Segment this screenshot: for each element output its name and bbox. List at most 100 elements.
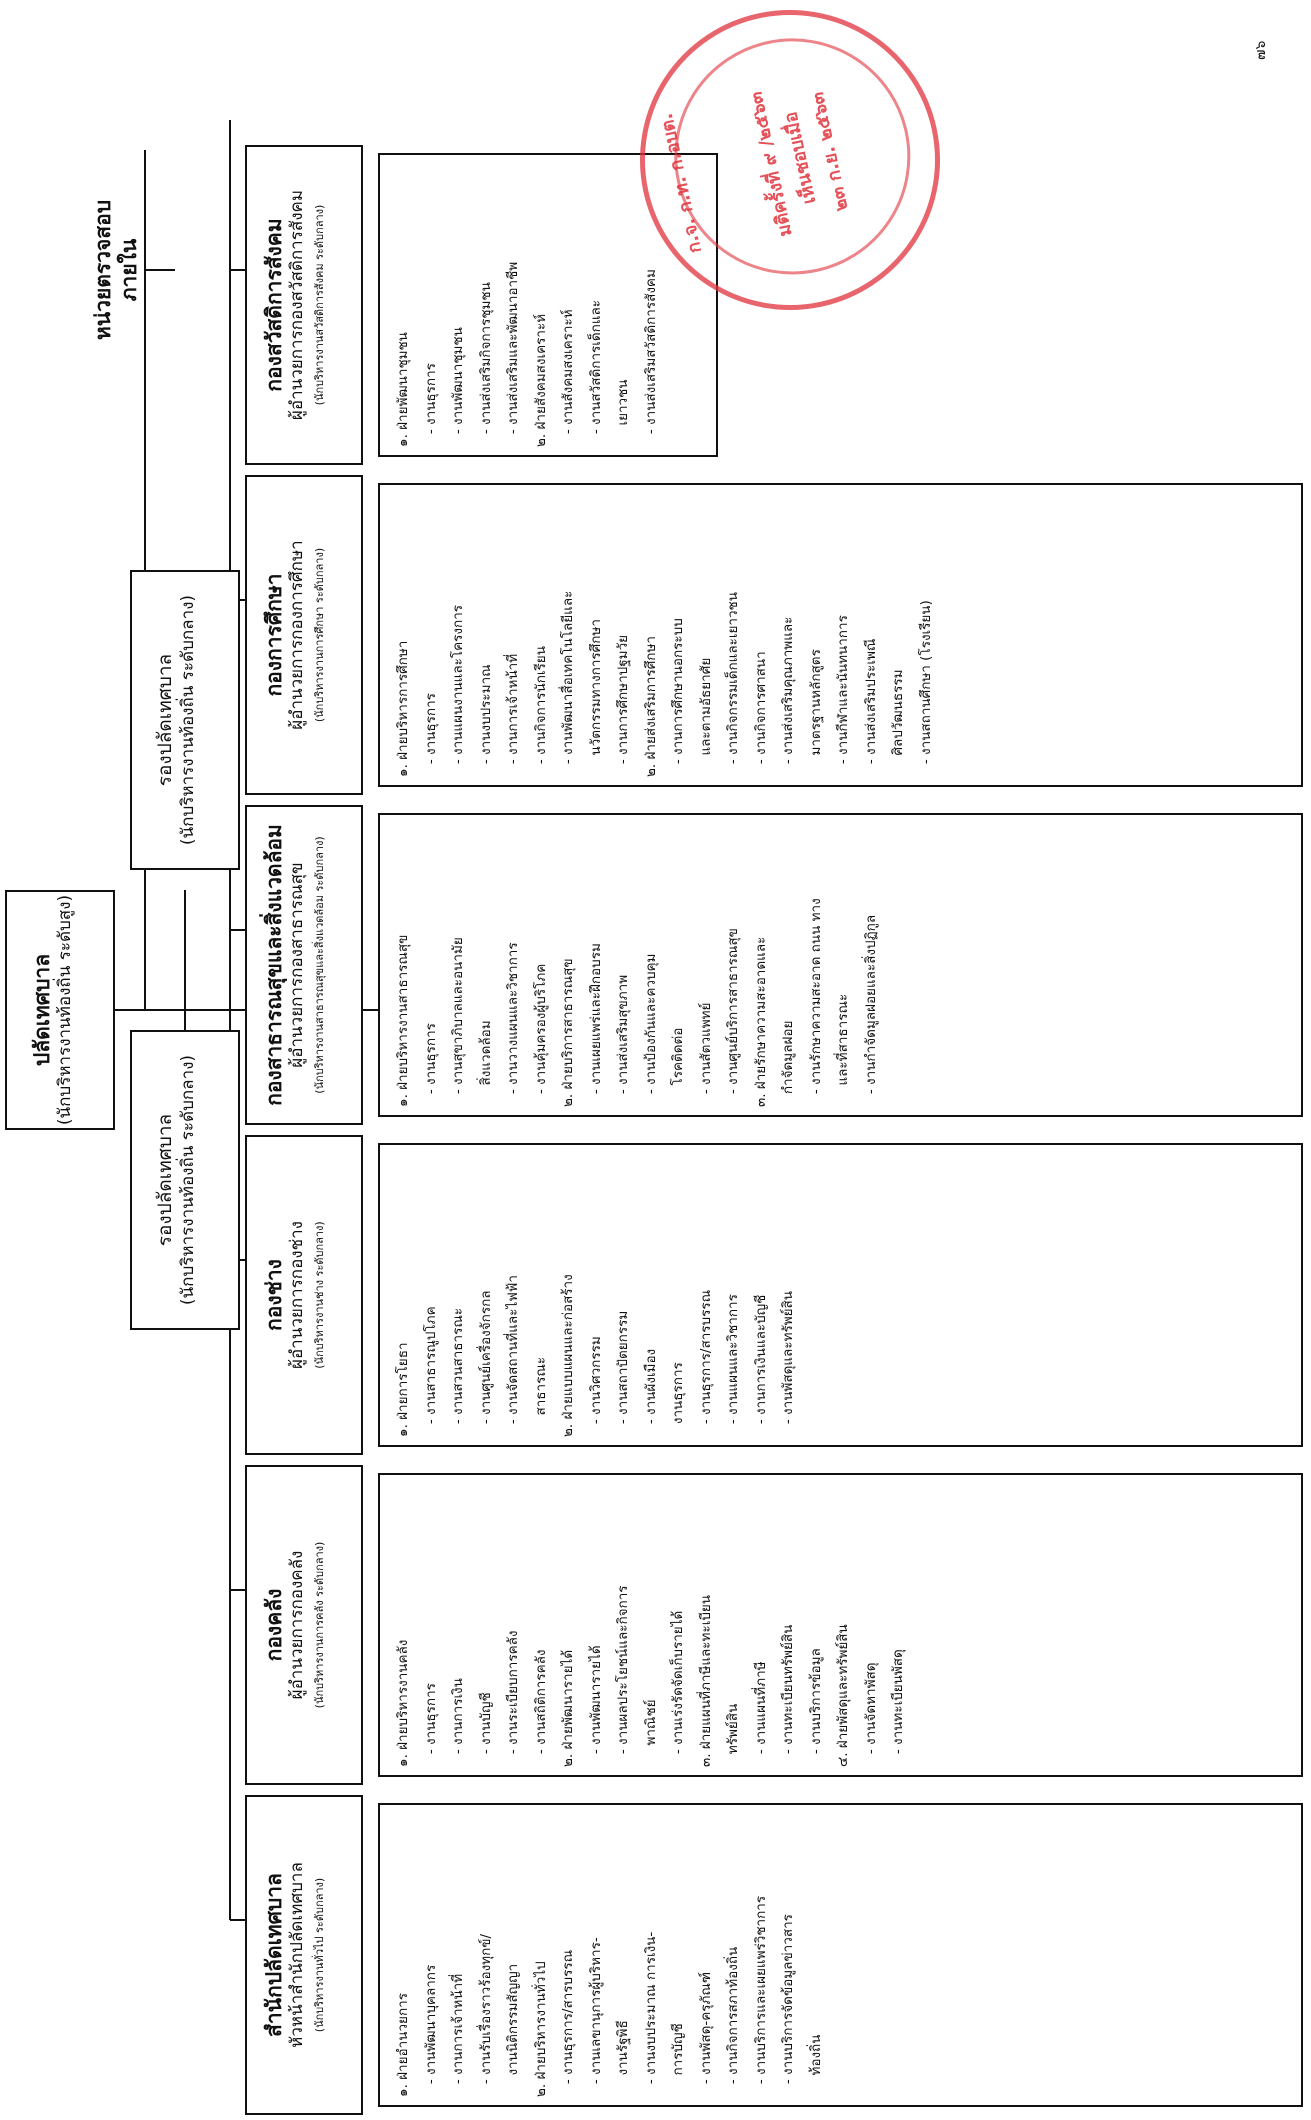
duty-item: ๒. ฝ่ายส่งเสริมการศึกษา xyxy=(642,636,659,777)
duty-item: - งานวิศวกรรม xyxy=(587,1336,604,1437)
duty-item: ๑. ฝ่ายอำนวยการ xyxy=(395,1993,411,2097)
duty-item: และตามอัธยาศัย xyxy=(697,657,714,777)
dept-duties-list: ๑. ฝ่ายบริหารงานสาธารณสุข - งานธุรการ - … xyxy=(378,813,1303,1117)
duty-item: งานนิติกรรมสัญญา xyxy=(505,1963,521,2097)
duty-item: - งานกิจกรรมเด็กและเยาวชน xyxy=(725,592,741,777)
duty-item: ศิลปวัฒนธรรม xyxy=(890,669,906,777)
dept-name: กองคลัง xyxy=(262,1588,286,1662)
duty-item: - งานธุรการ/สารบรรณ xyxy=(560,1949,576,2097)
duty-item: - งานระเบียบการคลัง xyxy=(505,1630,521,1767)
duty-item: ๑. ฝ่ายบริหารการศึกษา xyxy=(395,640,411,777)
duty-item: ๑. ฝ่ายบริหารงานสาธารณสุข xyxy=(395,934,411,1107)
dept-head: ผู้อำนวยการกองสวัสดิการสังคม xyxy=(287,189,308,421)
duty-item: การบัญชี xyxy=(670,2023,686,2097)
duty-item: - งานจัดหาพัสดุ xyxy=(862,1662,879,1767)
dept-level: (นักบริหารงานสวัสดิการสังคม ระดับกลาง) xyxy=(312,204,326,406)
duty-item: - งานสวัสดิการเด็กและ xyxy=(587,299,604,447)
duty-item: - งานกิจการสภาท้องถิ่น xyxy=(725,1946,741,2097)
deputy-left-box: รองปลัดเทศบาล (นักบริหารงานท้องถิ่น ระดั… xyxy=(130,1030,240,1330)
duty-item: และที่สาธารณะ xyxy=(835,993,851,1107)
duty-item: - งานสวนสาธารณะ xyxy=(450,1307,466,1437)
duty-item: - งานกีฬาและนันทนาการ xyxy=(835,615,851,777)
duty-item: - งานแผนงานและโครงการ xyxy=(450,604,466,777)
deputy-right-subtitle: (นักบริหารงานท้องถิ่น ระดับกลาง) xyxy=(177,594,198,846)
duty-item: - งานกำจัดมูลฝอยและสิ่งปฏิกูล xyxy=(862,914,879,1107)
duty-item: ๒. ฝ่ายสังคมสงเคราะห์ xyxy=(532,313,549,447)
duty-item: - งานการเงินและบัญชี xyxy=(752,1294,769,1437)
dept-header: กองสวัสดิการสังคมผู้อำนวยการกองสวัสดิการ… xyxy=(245,145,363,465)
duty-item: - งานสาธารณูปโภค xyxy=(422,1306,439,1437)
duty-item: - งานสุขาภิบาลและอนามัย xyxy=(450,937,466,1107)
duty-item: พาณิชย์ xyxy=(642,1699,659,1767)
duty-item: - งานธุรการ xyxy=(422,1683,439,1767)
chief-box: ปลัดเทศบาล (นักบริหารงานท้องถิ่น ระดับสู… xyxy=(5,890,115,1130)
duty-item: - งานการศึกษาปฐมวัย xyxy=(615,634,631,777)
duty-item: - งานส่งเสริมกิจการชุมชน xyxy=(477,282,494,447)
duty-item: - งานการเงิน xyxy=(450,1678,466,1767)
duty-item: - งานสังคมสงเคราะห์ xyxy=(560,309,576,447)
duty-item: - งานทะเบียนพัสดุ xyxy=(890,1649,906,1767)
deputy-right-title: รองปลัดเทศบาล xyxy=(154,653,176,787)
duty-item: - งานแผนที่ภาษี xyxy=(752,1661,769,1767)
dept-head: หัวหน้าสำนักปลัดเทศบาล xyxy=(287,1862,308,2048)
duty-item: - งานพัสดุและทรัพย์สิน xyxy=(780,1291,796,1437)
duty-item: ๑. ฝ่ายพัฒนาชุมชน xyxy=(395,332,411,447)
duty-item: - งานบริการข้อมูล xyxy=(807,1648,824,1767)
duty-item: - งานงบประมาณ การเงิน- xyxy=(642,1931,659,2097)
chief-title: ปลัดเทศบาล xyxy=(30,953,54,1067)
duty-item: - งานธุรการ xyxy=(422,693,439,777)
duty-item: เยาวชน xyxy=(615,379,631,447)
dept-name: กองการศึกษา xyxy=(262,573,286,697)
duty-item: งานรัฐพิธี xyxy=(615,2020,631,2097)
duty-item: - งานแผนและวิชาการ xyxy=(725,1294,741,1437)
duty-item: งานธุรการ xyxy=(670,1362,686,1437)
duty-item: - งานบริการและเผยแพร่วิชาการ xyxy=(752,1895,769,2097)
duty-item: นวัตกรรมทางการศึกษา xyxy=(587,619,604,777)
duty-item: - งานพัฒนาสื่อเทคโนโลยีและ xyxy=(560,590,576,777)
duty-item: - งานศูนย์เครื่องจักรกล xyxy=(477,1290,494,1437)
duty-item: ๔. ฝ่ายพัสดุและทรัพย์สิน xyxy=(835,1624,851,1767)
duty-item: - งานเลขานุการผู้บริหาร- xyxy=(587,1937,604,2097)
duty-item: - งานศูนย์บริการสาธารณสุข xyxy=(725,928,741,1107)
dept-head: ผู้อำนวยการกองการศึกษา xyxy=(287,540,308,730)
dept-header: กองช่างผู้อำนวยการกองช่าง(นักบริหารงานช่… xyxy=(245,1135,363,1455)
dept-level: (นักบริหารงานทั่วไป ระดับกลาง) xyxy=(312,1877,326,2033)
duty-item: - งานการเจ้าหน้าที่ xyxy=(450,1973,466,2097)
deputy-left-title: รองปลัดเทศบาล xyxy=(154,1113,176,1247)
duty-item: - งานกิจการศาสนา xyxy=(752,651,769,777)
duty-item: - งานสถิติการคลัง xyxy=(532,1649,549,1767)
duty-item: - งานรับเรื่องราวร้องทุกข์/ xyxy=(477,1933,494,2097)
dept-header: กองคลังผู้อำนวยการกองคลัง(นักบริหารงานกา… xyxy=(245,1465,363,1785)
duty-item: ๑. ฝ่ายบริหารงานคลัง xyxy=(395,1639,411,1767)
duty-item: ๒. ฝ่ายบริหารงานทั่วไป xyxy=(532,1961,549,2097)
duty-item: - งานรักษาความสะอาด ถนน ทาง xyxy=(807,898,824,1107)
duty-item: ๓. ฝ่ายแผนที่ภาษีและทะเบียน xyxy=(697,1594,714,1767)
duty-item: - งานพัฒนาชุมชน xyxy=(450,327,466,447)
deputy-left-subtitle: (นักบริหารงานท้องถิ่น ระดับกลาง) xyxy=(177,1054,198,1306)
dept-name: กองช่าง xyxy=(262,1259,286,1331)
duty-item: ๓. ฝ่ายรักษาความสะอาดและ xyxy=(752,936,769,1107)
duty-item: มาตรฐานหลักสูตร xyxy=(807,649,824,777)
audit-title: หน่วยตรวจสอบภายใน xyxy=(91,199,142,341)
duty-item: - งานธุรการ xyxy=(422,363,439,447)
duty-item: - งานการศึกษานอกระบบ xyxy=(670,618,686,777)
duty-item: - งานเผยแพร่และฝึกอบรม xyxy=(587,943,604,1107)
duty-item: - งานทะเบียนทรัพย์สิน xyxy=(780,1624,796,1767)
chief-subtitle: (นักบริหารงานท้องถิ่น ระดับสูง) xyxy=(55,894,76,1126)
duty-item: - งานจัดสถานที่และไฟฟ้า xyxy=(505,1275,521,1437)
duty-item: โรคติดต่อ xyxy=(670,1027,686,1107)
duty-item: - งานบริการจัดข้อมูลข่าวสาร xyxy=(780,1914,796,2097)
duty-item: - งานส่งเสริมสุขภาพ xyxy=(615,974,631,1107)
dept-name: กองสาธารณสุขและสิ่งแวดล้อม xyxy=(262,824,286,1106)
duty-item: - งานธุรการ xyxy=(422,1023,439,1107)
duty-item: - งานกิจการนักเรียน xyxy=(532,646,549,777)
audit-box: หน่วยตรวจสอบภายใน xyxy=(80,180,141,360)
duty-item: - งานบัญชี xyxy=(477,1692,494,1767)
dept-level: (นักบริหารงานสาธารณสุขและสิ่งแวดล้อม ระด… xyxy=(312,836,326,1094)
page-number: ๗๖ xyxy=(1253,40,1269,60)
duty-item: - งานส่งเสริมและพัฒนาอาชีพ xyxy=(505,261,521,447)
dept-head: ผู้อำนวยการกองสาธารณสุข xyxy=(287,862,308,1068)
duty-item: - งานคุ้มครองผู้บริโภค xyxy=(532,963,549,1107)
dept-level: (นักบริหารงานการคลัง ระดับกลาง) xyxy=(312,1541,326,1709)
